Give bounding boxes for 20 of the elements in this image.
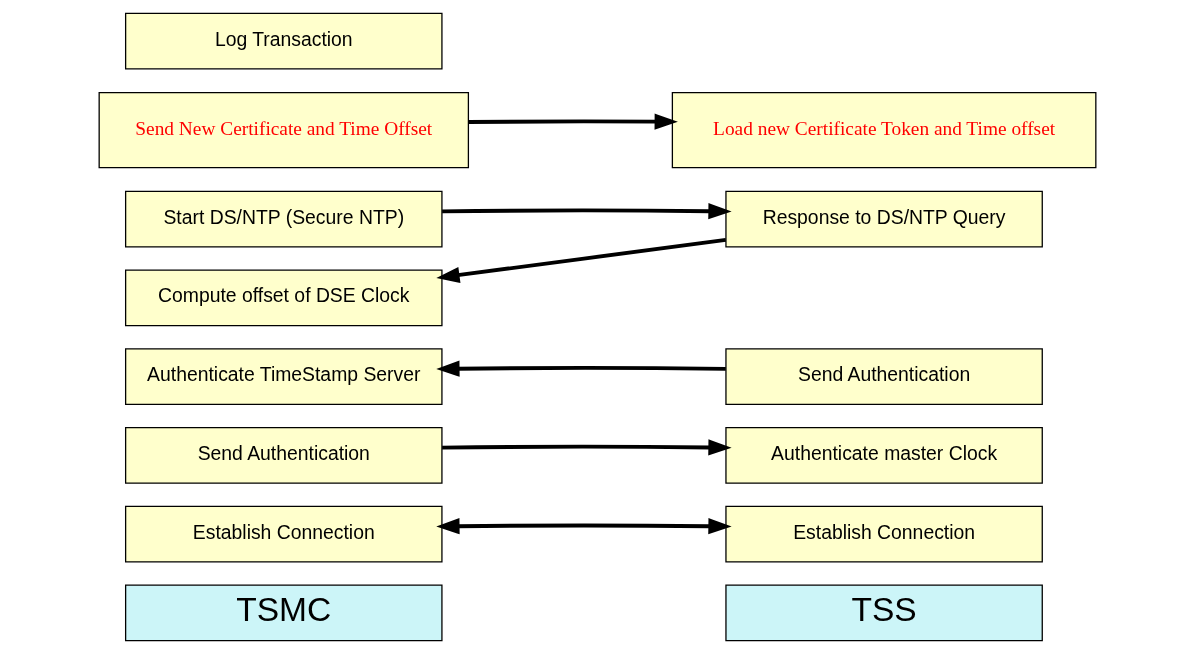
node-box: Start DS/NTP (Secure NTP)	[124, 190, 443, 248]
arrow	[435, 237, 726, 284]
node-box: Send Authentication	[724, 348, 1043, 406]
node-box: TSMC	[124, 584, 443, 642]
arrow	[467, 113, 678, 130]
node-box: Establish Connection	[124, 505, 443, 563]
node-box: Send New Certificate and Time Offset	[98, 92, 469, 169]
arrow	[441, 203, 732, 220]
node-box: TSS	[724, 584, 1043, 642]
node-box: Log Transaction	[124, 12, 443, 70]
node-box: Send Authentication	[124, 427, 443, 484]
arrow	[435, 360, 726, 377]
arrow	[441, 439, 732, 456]
node-box: Establish Connection	[724, 505, 1043, 563]
node-box: Authenticate TimeStamp Server	[124, 348, 443, 406]
node-box: Authenticate master Clock	[724, 427, 1043, 484]
node-box: Load new Certificate Token and Time offset	[671, 92, 1096, 169]
node-box: Compute offset of DSE Clock	[124, 269, 443, 327]
node-box: Response to DS/NTP Query	[724, 190, 1043, 248]
arrow	[435, 518, 732, 535]
